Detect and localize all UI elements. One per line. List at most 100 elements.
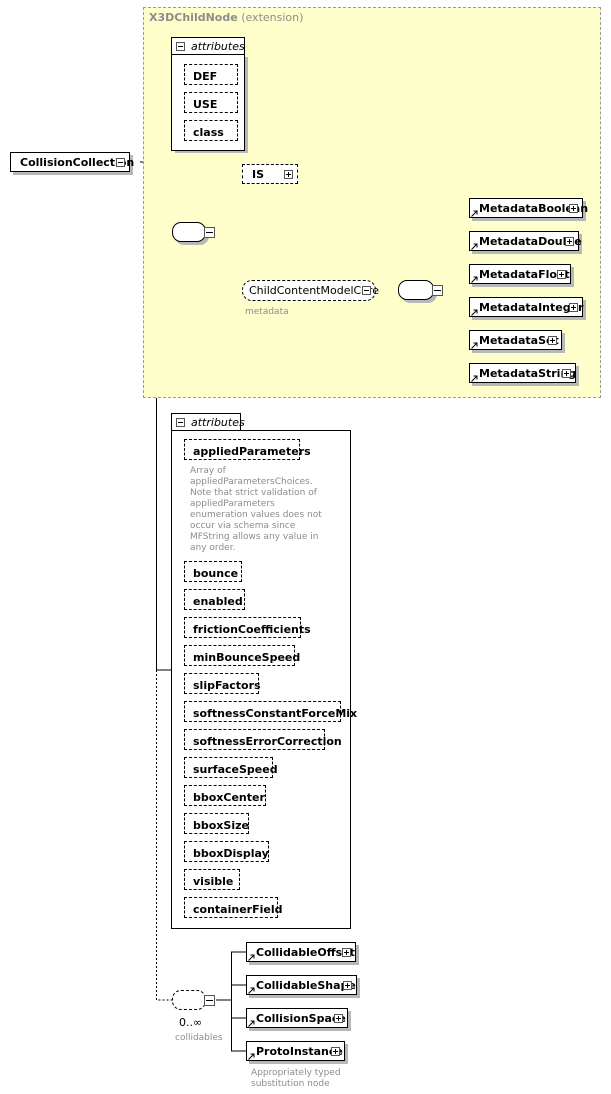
reference-arrow-icon bbox=[471, 210, 478, 217]
metadata-boolean-element[interactable]: MetadataBoolean bbox=[469, 198, 588, 218]
collision-space-element[interactable]: CollisionSpace bbox=[246, 1008, 348, 1028]
collapse-icon[interactable] bbox=[176, 42, 185, 51]
attribute-enabled[interactable]: enabled bbox=[184, 589, 245, 610]
collidable-offset-element[interactable]: CollidableOffset bbox=[246, 942, 356, 962]
attribute-label: softnessErrorCorrection bbox=[193, 735, 342, 748]
expand-icon[interactable] bbox=[334, 1014, 343, 1023]
child-content-model-core-group[interactable]: ChildContentModelCore bbox=[242, 280, 379, 301]
attribute-friction-coefficients[interactable]: frictionCoefficients bbox=[184, 617, 311, 638]
attribute-label: bboxDisplay bbox=[193, 847, 269, 860]
attribute-label: visible bbox=[193, 875, 234, 888]
element-label: CollisionSpace bbox=[256, 1012, 346, 1025]
proto-instance-note: Appropriately typed substitution node bbox=[251, 1068, 341, 1089]
collapse-icon[interactable] bbox=[362, 286, 371, 295]
is-element[interactable]: IS bbox=[242, 164, 298, 184]
collidables-choice-compositor bbox=[172, 990, 206, 1010]
attribute-label: frictionCoefficients bbox=[193, 623, 311, 636]
is-element-label: IS bbox=[252, 168, 265, 181]
reference-arrow-icon bbox=[248, 987, 255, 994]
expand-icon[interactable] bbox=[343, 981, 352, 990]
root-element-label: CollisionCollection bbox=[20, 156, 135, 169]
own-attributes-tab[interactable]: attributes bbox=[171, 413, 245, 430]
attributes-tab-label: attributes bbox=[191, 40, 245, 53]
root-element[interactable]: CollisionCollection bbox=[10, 152, 134, 172]
collidable-shape-element[interactable]: CollidableShape bbox=[246, 975, 357, 995]
attribute-label: slipFactors bbox=[193, 679, 261, 692]
attribute-softness-error-correction[interactable]: softnessErrorCorrection bbox=[184, 729, 342, 750]
element-label: MetadataInteger bbox=[479, 301, 584, 314]
collapse-icon[interactable] bbox=[204, 227, 215, 238]
attribute-visible[interactable]: visible bbox=[184, 869, 240, 890]
attribute-container-field[interactable]: containerField bbox=[184, 897, 282, 918]
collidables-cardinality: 0..∞ bbox=[179, 1016, 203, 1029]
attribute-def[interactable]: DEF bbox=[184, 64, 238, 85]
element-label: ProtoInstance bbox=[256, 1045, 343, 1058]
base-attributes-tab[interactable]: attributes bbox=[171, 37, 245, 54]
attributes-tab-label: attributes bbox=[191, 416, 245, 429]
extension-title: X3DChildNode (extension) bbox=[149, 11, 303, 24]
expand-icon[interactable] bbox=[548, 336, 557, 345]
attribute-label: bboxCenter bbox=[193, 791, 265, 804]
element-label: CollidableShape bbox=[256, 979, 356, 992]
sequence-compositor bbox=[172, 222, 206, 242]
attribute-label: DEF bbox=[193, 70, 218, 83]
metadata-integer-element[interactable]: MetadataInteger bbox=[469, 297, 583, 317]
expand-icon[interactable] bbox=[569, 303, 578, 312]
element-label: MetadataBoolean bbox=[479, 202, 589, 215]
group-ref-label: ChildContentModelCore bbox=[249, 284, 379, 297]
reference-arrow-icon bbox=[248, 954, 255, 961]
expand-icon[interactable] bbox=[565, 237, 574, 246]
attribute-surface-speed[interactable]: surfaceSpeed bbox=[184, 757, 278, 778]
element-label: MetadataDouble bbox=[479, 235, 582, 248]
collapse-icon[interactable] bbox=[204, 995, 215, 1006]
attribute-min-bounce-speed[interactable]: minBounceSpeed bbox=[184, 645, 300, 666]
attribute-label: class bbox=[193, 126, 224, 139]
expand-icon[interactable] bbox=[569, 204, 578, 213]
element-label: MetadataString bbox=[479, 367, 577, 380]
attribute-label: minBounceSpeed bbox=[193, 651, 301, 664]
expand-icon[interactable] bbox=[562, 369, 571, 378]
attribute-label: containerField bbox=[193, 903, 283, 916]
group-ref-note: metadata bbox=[245, 307, 289, 317]
metadata-string-element[interactable]: MetadataString bbox=[469, 363, 576, 383]
attribute-bbox-display[interactable]: bboxDisplay bbox=[184, 841, 269, 862]
collapse-icon[interactable] bbox=[176, 418, 185, 427]
attribute-label: USE bbox=[193, 98, 218, 111]
attribute-label: bboxSize bbox=[193, 819, 249, 832]
reference-arrow-icon bbox=[471, 309, 478, 316]
collidables-note: collidables bbox=[175, 1033, 223, 1043]
attribute-class[interactable]: class bbox=[184, 120, 238, 141]
expand-icon[interactable] bbox=[284, 170, 293, 179]
reference-arrow-icon bbox=[248, 1053, 255, 1060]
applied-parameters-note: Array of appliedParametersChoices. Note … bbox=[190, 466, 322, 553]
reference-arrow-icon bbox=[471, 342, 478, 349]
attribute-softness-constant-force-mix[interactable]: softnessConstantForceMix bbox=[184, 701, 357, 722]
element-label: CollidableOffset bbox=[256, 946, 355, 959]
collapse-icon[interactable] bbox=[432, 285, 443, 296]
attribute-bounce[interactable]: bounce bbox=[184, 561, 242, 582]
attribute-bbox-size[interactable]: bboxSize bbox=[184, 813, 249, 834]
reference-arrow-icon bbox=[471, 243, 478, 250]
metadata-choice-compositor bbox=[398, 280, 434, 300]
reference-arrow-icon bbox=[471, 375, 478, 382]
collapse-icon[interactable] bbox=[116, 158, 125, 167]
attribute-applied-parameters[interactable]: appliedParameters bbox=[184, 439, 311, 460]
proto-instance-element[interactable]: ProtoInstance bbox=[246, 1041, 345, 1061]
element-label: MetadataSet bbox=[479, 334, 559, 347]
metadata-set-element[interactable]: MetadataSet bbox=[469, 330, 562, 350]
element-label: MetadataFloat bbox=[479, 268, 570, 281]
expand-icon[interactable] bbox=[331, 1047, 340, 1056]
metadata-double-element[interactable]: MetadataDouble bbox=[469, 231, 582, 251]
extension-base-label: X3DChildNode bbox=[149, 11, 238, 24]
attribute-slip-factors[interactable]: slipFactors bbox=[184, 673, 261, 694]
extension-suffix-label: (extension) bbox=[241, 11, 304, 24]
attribute-label: softnessConstantForceMix bbox=[193, 707, 358, 720]
attribute-label: appliedParameters bbox=[193, 445, 311, 458]
metadata-float-element[interactable]: MetadataFloat bbox=[469, 264, 571, 284]
expand-icon[interactable] bbox=[342, 948, 351, 957]
attribute-use[interactable]: USE bbox=[184, 92, 238, 113]
reference-arrow-icon bbox=[471, 276, 478, 283]
attribute-bbox-center[interactable]: bboxCenter bbox=[184, 785, 266, 806]
attribute-label: surfaceSpeed bbox=[193, 763, 278, 776]
expand-icon[interactable] bbox=[557, 270, 566, 279]
